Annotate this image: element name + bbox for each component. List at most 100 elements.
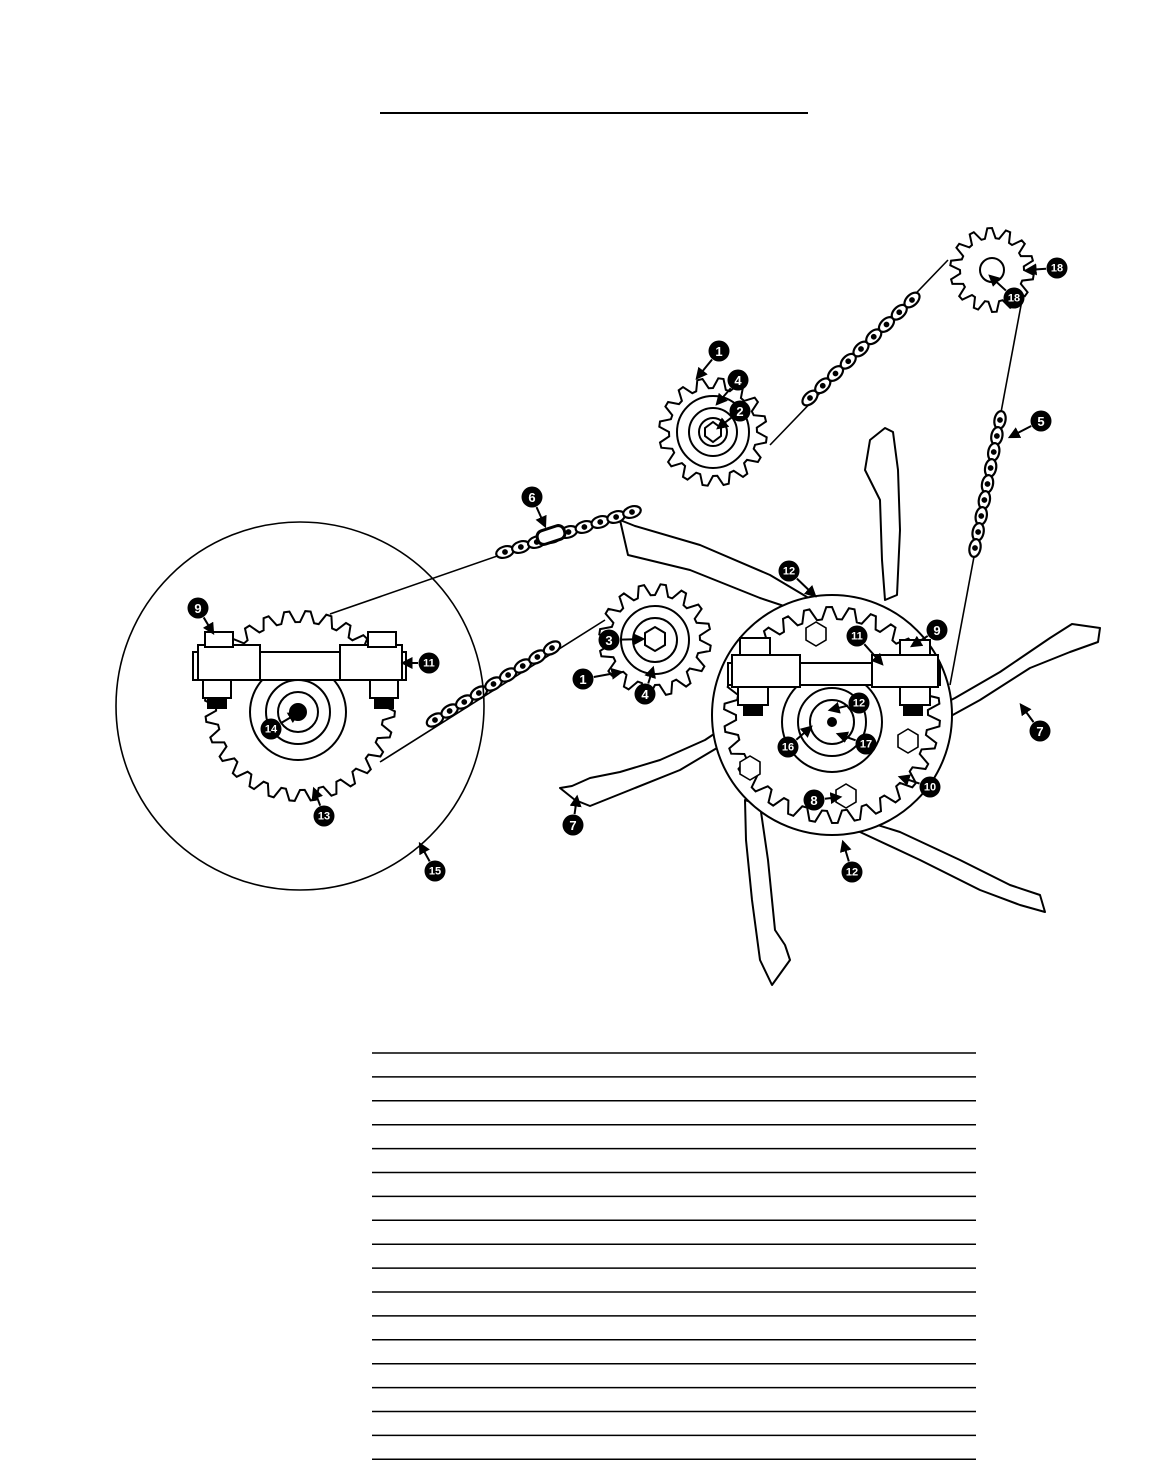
callout-marker xyxy=(598,629,620,651)
callout-c12c: 12 xyxy=(841,861,863,883)
chain-pin xyxy=(845,358,852,365)
callout-number: 12 xyxy=(853,698,865,710)
chain-pin xyxy=(490,681,497,687)
callout-c16: 16 xyxy=(777,736,799,758)
callout-marker xyxy=(313,805,335,827)
callout-c4a: 4 xyxy=(727,369,749,391)
callout-number: 10 xyxy=(924,782,936,794)
chain-pin xyxy=(446,708,453,714)
callout-leader-arrow xyxy=(644,665,656,684)
callout-leader-arrow xyxy=(279,711,301,725)
callout-c8: 8 xyxy=(803,789,825,811)
callout-number: 11 xyxy=(851,631,863,643)
callout-leader-arrow xyxy=(1007,425,1032,439)
callout-leader-arrow xyxy=(418,841,431,862)
callout-c17: 17 xyxy=(855,733,877,755)
callout-leader-arrow xyxy=(202,616,215,636)
callout-c9a: 9 xyxy=(187,597,209,619)
chain-pin xyxy=(981,497,988,503)
callout-marker xyxy=(855,733,877,755)
callout-leader-arrow xyxy=(716,416,732,430)
callout-marker xyxy=(418,652,440,674)
chain-pin xyxy=(519,663,526,669)
tine-upper xyxy=(864,427,901,601)
callout-leader-arrow xyxy=(909,635,929,648)
chain-pin xyxy=(629,509,635,515)
chain-pin xyxy=(832,370,839,377)
bracket-right xyxy=(727,637,941,716)
chain-pin xyxy=(858,346,864,352)
chain-pin xyxy=(975,529,982,535)
hex-bolt-holes xyxy=(739,621,919,809)
callout-number: 2 xyxy=(736,404,743,419)
callout-number: 7 xyxy=(1036,724,1043,739)
callout-leader-arrow xyxy=(535,506,547,529)
chain-pin xyxy=(581,524,588,530)
callout-c6: 6 xyxy=(521,486,543,508)
callout-c12a: 12 xyxy=(778,560,800,582)
callout-leader-arrow xyxy=(988,274,1007,292)
callout-number: 16 xyxy=(782,742,794,754)
callout-c14: 14 xyxy=(260,718,282,740)
callout-c2: 2 xyxy=(729,400,751,422)
bracket-left xyxy=(192,631,407,709)
chain-pin xyxy=(997,417,1003,423)
chain-pin xyxy=(972,545,978,551)
callout-marker xyxy=(778,560,800,582)
chain-pin xyxy=(987,465,994,471)
chain-pin xyxy=(597,519,604,525)
tine-lower-right xyxy=(854,817,1046,913)
callout-c10: 10 xyxy=(919,776,941,798)
callout-marker xyxy=(1030,410,1052,432)
callout-marker xyxy=(1003,287,1025,309)
chain-pin xyxy=(819,382,826,389)
chain-pin xyxy=(870,333,877,340)
callout-number: 15 xyxy=(429,866,441,878)
tine-lower xyxy=(744,799,791,986)
callout-marker xyxy=(727,369,749,391)
callout-marker xyxy=(1029,720,1051,742)
callout-marker xyxy=(521,486,543,508)
chain-pin xyxy=(549,645,555,651)
callout-leader-arrow xyxy=(695,358,713,380)
callout-c4b: 4 xyxy=(634,683,656,705)
callout-marker xyxy=(562,814,584,836)
callout-marker xyxy=(803,789,825,811)
callout-leader-arrow xyxy=(835,731,856,743)
chain-pin xyxy=(517,544,524,550)
callout-number: 13 xyxy=(318,811,330,823)
callout-marker xyxy=(572,668,594,690)
callout-c12b: 12 xyxy=(848,692,870,714)
callout-c3: 3 xyxy=(598,629,620,651)
tine-right xyxy=(934,623,1101,723)
callout-c13: 13 xyxy=(313,805,335,827)
chain-pin xyxy=(534,654,541,660)
callout-number: 9 xyxy=(933,623,940,638)
tine-blades xyxy=(559,427,1101,986)
callout-leader-arrow xyxy=(863,643,884,666)
chain-pin xyxy=(461,699,468,705)
callout-leader-arrow xyxy=(840,839,852,862)
callout-number: 9 xyxy=(194,601,201,616)
callout-leader-arrow xyxy=(619,633,646,646)
large-circle xyxy=(115,521,485,891)
callout-leader-arrow xyxy=(824,792,843,805)
callout-leader-arrow xyxy=(1019,703,1035,723)
callout-number: 18 xyxy=(1008,293,1020,305)
chain-pin xyxy=(432,717,438,723)
callout-marker xyxy=(848,692,870,714)
parts-table xyxy=(372,1052,976,1460)
callout-number: 12 xyxy=(846,867,858,879)
chain-pin xyxy=(984,481,991,487)
callout-number: 14 xyxy=(265,724,278,736)
callout-number: 3 xyxy=(605,633,612,648)
chain-pin xyxy=(990,449,997,455)
callout-marker xyxy=(919,776,941,798)
callout-number: 6 xyxy=(528,490,535,505)
callout-number: 11 xyxy=(423,658,435,670)
chain-pin xyxy=(978,513,985,519)
drive-sprocket-top xyxy=(658,377,768,487)
callout-number: 4 xyxy=(734,373,742,388)
